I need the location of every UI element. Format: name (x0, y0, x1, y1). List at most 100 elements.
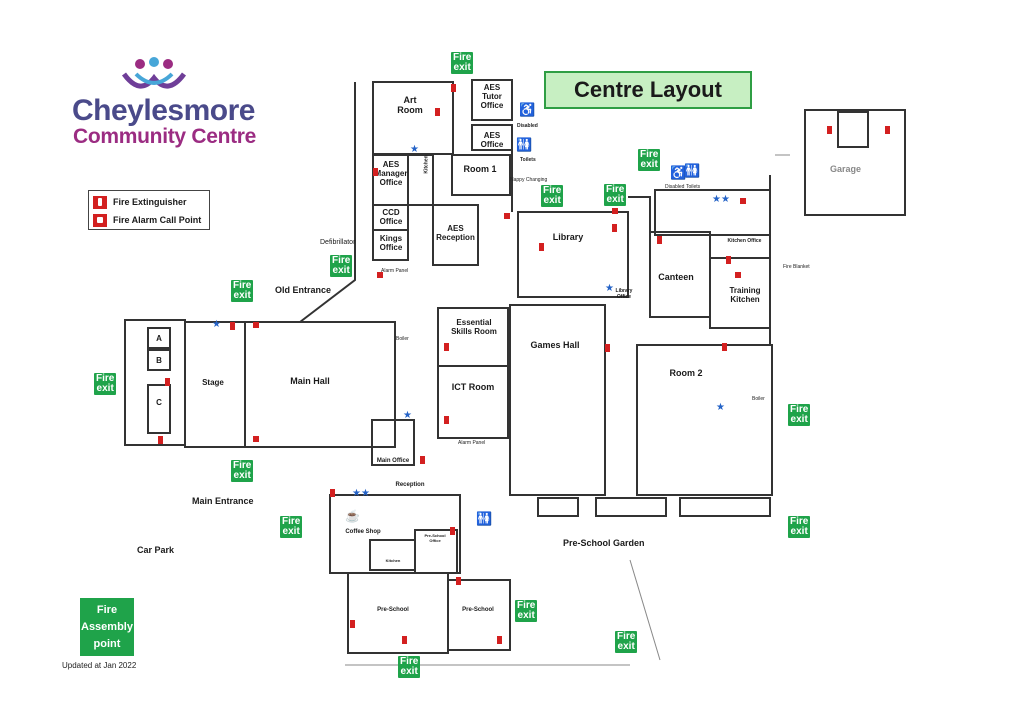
star-icon: ★ (410, 144, 419, 155)
brand-subtitle: Community Centre (73, 125, 257, 148)
room-canteen: Canteen (658, 272, 694, 282)
updated-date: Updated at Jan 2022 (62, 661, 137, 670)
fire-exit-sign: Fire exit (788, 404, 811, 426)
legend-item-extinguisher: Fire Extinguisher (89, 193, 187, 211)
fire-exit-sign: Fire exit (615, 631, 638, 653)
fire-exit-sign: Fire exit (398, 656, 421, 678)
label-main-entrance: Main Entrance (192, 496, 254, 506)
room-kitchen-office: Kitchen Office (727, 238, 762, 244)
fire-extinguisher-icon (456, 577, 461, 585)
fire-extinguisher-icon (373, 168, 378, 176)
room-c: C (156, 398, 162, 407)
logo-mark (120, 56, 188, 96)
fire-alarm-icon (735, 272, 741, 278)
fire-extinguisher-icon (402, 636, 407, 644)
room-ict-room: ICT Room (451, 382, 495, 392)
fire-exit-sign: Fire exit (638, 149, 661, 171)
label-pre-school-garden: Pre-School Garden (563, 538, 645, 548)
room-library-office: Library Office (615, 288, 633, 300)
label-car-park: Car Park (137, 545, 175, 555)
label-defibrillator: Defibrillator (320, 239, 356, 246)
room-reception: Reception (395, 482, 425, 488)
fire-exit-sign: Fire exit (231, 460, 254, 482)
star-icon: ★ (403, 410, 412, 421)
toilet-people-icon: 🚻 (476, 511, 493, 526)
fire-extinguisher-icon (444, 343, 449, 351)
people-logo-icon (121, 57, 187, 89)
fire-extinguisher-icon (605, 344, 610, 352)
label-toilets-2: Toilets (686, 184, 701, 190)
star-icon: ★★ (352, 488, 370, 499)
fire-alarm-icon (504, 213, 510, 219)
star-icon: ★ (605, 283, 614, 294)
room-room-1: Room 1 (463, 164, 497, 174)
fire-alarm-icon (253, 436, 259, 442)
room-pre-school-office: Pre-School Office (424, 533, 446, 543)
fire-extinguisher-icon (330, 489, 335, 497)
label-old-entrance: Old Entrance (275, 285, 332, 295)
room-ccd-office: CCD Office (379, 208, 403, 226)
fire-exit-sign: Fire exit (515, 600, 538, 622)
room-essential-skills: Essential Skills Room (451, 318, 497, 336)
room-garage: Garage (830, 164, 862, 174)
room-aes-reception: AES Reception (436, 224, 475, 242)
fire-exit-sign: Fire exit (94, 373, 117, 395)
legend-label: Fire Extinguisher (113, 197, 187, 207)
label-disabled-2: Disabled (665, 184, 685, 190)
fire-extinguisher-icon (726, 256, 731, 264)
room-room-2: Room 2 (669, 368, 703, 378)
room-kitchen: Kitchen (385, 558, 401, 563)
room-a: A (156, 334, 162, 343)
star-icon: ★★ (712, 194, 730, 205)
room-aes-manager-office: AES Manager Office (374, 160, 408, 187)
room-coffee-shop: Coffee Shop (345, 529, 381, 535)
fire-extinguisher-icon (435, 108, 440, 116)
fire-extinguisher-icon (350, 620, 355, 628)
fire-assembly-point: Fire Assembly point (80, 598, 134, 656)
fire-extinguisher-icon (158, 436, 163, 444)
fire-extinguisher-icon (93, 195, 107, 209)
fire-exit-sign: Fire exit (451, 52, 474, 74)
wheelchair-icon: ♿ (670, 165, 687, 180)
room-pre-school-2: Pre-School (462, 607, 494, 613)
fire-alarm-icon (612, 208, 618, 214)
label-boiler-2: Boiler (752, 396, 765, 402)
fire-extinguisher-icon (451, 84, 456, 92)
coffee-cup-icon: ☕ (345, 509, 360, 523)
legend-label: Fire Alarm Call Point (113, 215, 202, 225)
label-alarm-panel: Alarm Panel (381, 268, 409, 274)
toilet-people-icon: 🚻 (516, 137, 533, 152)
fire-exit-sign: Fire exit (330, 255, 353, 277)
room-library: Library (552, 232, 584, 242)
room-stage: Stage (202, 378, 224, 387)
room-games-hall: Games Hall (530, 340, 580, 350)
fire-extinguisher-icon (444, 416, 449, 424)
label-disabled: Disabled (517, 123, 538, 129)
page-title: Centre Layout (544, 71, 752, 109)
label-alarm-panel-2: Alarm Panel (458, 440, 486, 446)
fire-extinguisher-icon (827, 126, 832, 134)
label-boiler: Boiler (396, 336, 409, 342)
legend-item-alarm: Fire Alarm Call Point (89, 211, 201, 229)
fire-alarm-icon (377, 272, 383, 278)
fire-alarm-icon (93, 213, 107, 227)
label-nappy-changing: Nappy Changing (510, 177, 548, 183)
wheelchair-icon: ♿ (519, 102, 536, 117)
brand-name: Cheylesmore (72, 94, 255, 127)
fire-alarm-icon (253, 322, 259, 328)
star-icon: ★ (716, 402, 725, 413)
room-kitchen-small: Kitchen (423, 155, 430, 174)
room-main-office: Main Office (376, 458, 410, 464)
toilet-people-icon: 🚻 (684, 163, 701, 178)
fire-extinguisher-icon (539, 243, 544, 251)
label-fire-blanket: Fire Blanket (783, 264, 810, 270)
fire-extinguisher-icon (657, 236, 662, 244)
room-art-room: Art Room (397, 95, 423, 115)
room-pre-school-1: Pre-School (377, 607, 409, 613)
fire-exit-sign: Fire exit (231, 280, 254, 302)
fire-alarm-icon (740, 198, 746, 204)
fire-extinguisher-icon (450, 527, 455, 535)
room-training-kitchen: Training Kitchen (729, 286, 761, 304)
fire-exit-sign: Fire exit (541, 185, 564, 207)
